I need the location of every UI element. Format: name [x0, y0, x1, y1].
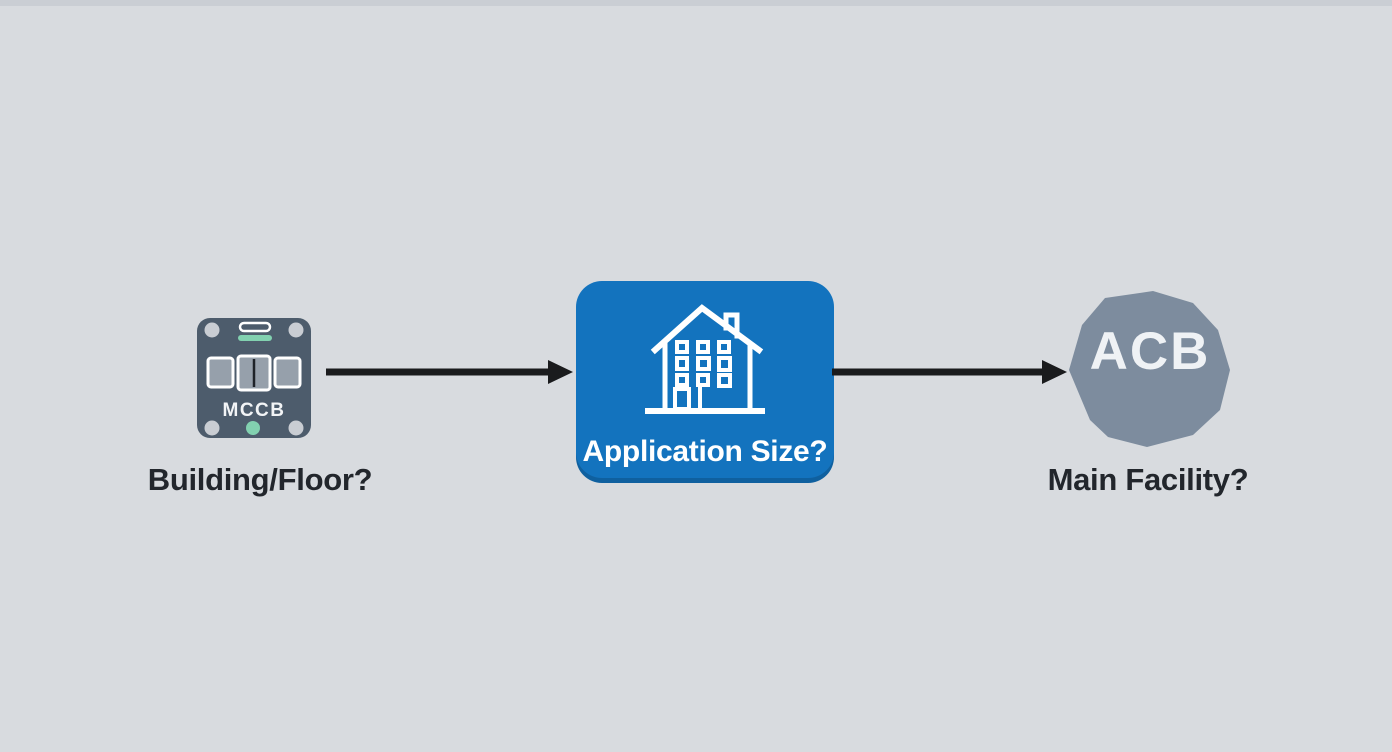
- caption-main-facility: Main Facility?: [1047, 462, 1249, 497]
- mccb-corner-screws: [204, 322, 304, 436]
- arrow-icon: [326, 360, 573, 384]
- node-application-size: Application Size?: [576, 281, 834, 483]
- mccb-switch-left: [206, 356, 235, 389]
- arrow-head: [548, 360, 573, 384]
- mccb-mint-bar: [238, 335, 272, 341]
- mccb-switches: [206, 354, 302, 392]
- building-door: [673, 387, 691, 411]
- screw-icon: [204, 322, 220, 338]
- acb-hexagon-shape: [1069, 291, 1230, 447]
- screw-icon: [288, 322, 304, 338]
- building-icon: [645, 304, 765, 414]
- mccb-top-slot: [238, 321, 272, 333]
- mccb-device-label: MCCB: [223, 400, 286, 421]
- caption-application-size: Application Size?: [582, 435, 828, 468]
- acb-device-label: ACB: [1090, 322, 1211, 381]
- screw-icon: [204, 420, 220, 436]
- caption-building-floor: Building/Floor?: [147, 462, 373, 497]
- building-windows: [675, 340, 732, 388]
- mccb-breaker-icon: MCCB: [197, 318, 311, 438]
- arrow-icon: [832, 360, 1067, 384]
- mccb-status-dot: [246, 421, 260, 435]
- acb-hexagon-icon: ACB: [1069, 291, 1230, 447]
- building-roof: [650, 304, 764, 355]
- mccb-switch-right: [273, 356, 302, 389]
- building-chimney: [723, 312, 740, 339]
- top-edge-strip: [0, 0, 1392, 6]
- arrow-head: [1042, 360, 1067, 384]
- screw-icon: [288, 420, 304, 436]
